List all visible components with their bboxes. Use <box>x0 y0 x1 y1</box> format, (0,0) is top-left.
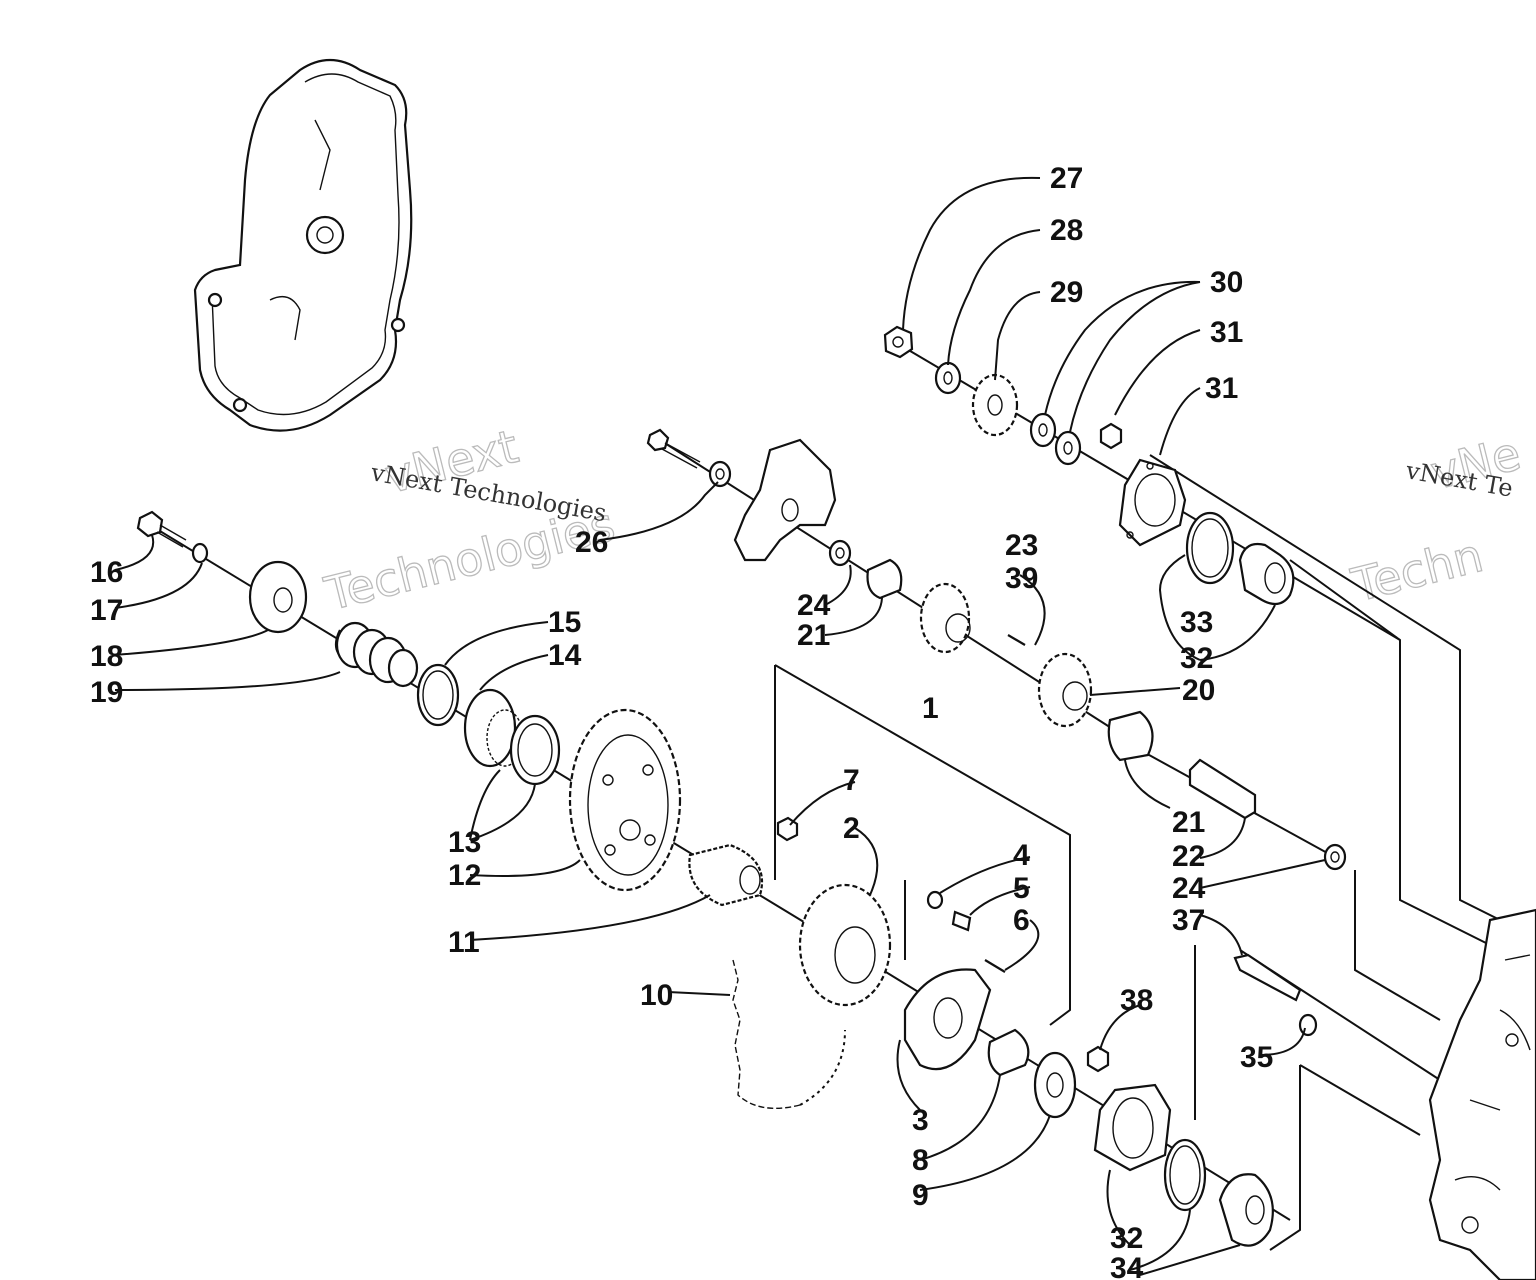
part-8-bearing <box>987 1028 1030 1077</box>
part-34-ring-upper <box>1185 511 1235 585</box>
callout-10: 10 <box>640 979 673 1012</box>
callout-39: 39 <box>1005 562 1038 595</box>
callout-1: 1 <box>922 692 939 725</box>
callout-34-lower: 34 <box>1110 1252 1144 1280</box>
part-bolt-upper <box>646 428 701 469</box>
callout-13: 13 <box>448 826 481 859</box>
part-14-bearing <box>463 688 524 768</box>
callout-38: 38 <box>1120 984 1153 1017</box>
part-9-washer <box>1033 1051 1077 1119</box>
callout-11: 11 <box>448 926 480 959</box>
callout-21-lower: 21 <box>1172 806 1205 839</box>
callout-30: 30 <box>1210 266 1243 299</box>
part-16-bolt <box>136 510 187 548</box>
callout-31: 31 <box>1210 316 1243 349</box>
part-37-stud <box>1233 953 1302 1002</box>
part-31-nut <box>1099 422 1123 450</box>
part-5-screw <box>951 910 972 932</box>
part-21-bushing-lower <box>1107 710 1154 762</box>
part-34-ring-lower <box>1163 1138 1207 1212</box>
part-22-shaft <box>1188 758 1257 820</box>
callout-34-upper: 33 <box>1180 606 1213 639</box>
part-6-bolt <box>984 959 1006 973</box>
part-32-flange-lower <box>1093 1083 1172 1172</box>
callout-14: 14 <box>548 639 582 672</box>
part-27-nut <box>883 325 914 359</box>
callout-21-upper: 21 <box>797 619 830 652</box>
part-35-washer <box>1298 1013 1318 1037</box>
callout-3: 3 <box>912 1104 929 1137</box>
callout-35: 35 <box>1240 1041 1273 1074</box>
leader-lines <box>114 176 1326 1276</box>
callout-24-upper: 24 <box>797 589 831 622</box>
part-24-washer-lower <box>1323 843 1347 871</box>
callout-26: 26 <box>575 526 608 559</box>
callout-6: 6 <box>1013 904 1030 937</box>
part-26-washer <box>708 460 732 488</box>
callout-20: 20 <box>1182 674 1215 707</box>
part-24-washer-upper <box>828 539 852 567</box>
part-28-washer <box>934 361 962 395</box>
part-11-gear <box>688 843 764 907</box>
part-23-sprocket <box>919 582 971 654</box>
watermark-outline-right-2: Techn <box>1346 528 1488 613</box>
callout-32-lower: 32 <box>1110 1222 1143 1255</box>
part-13-race <box>509 714 561 786</box>
chaincase-housing <box>1428 908 1536 1280</box>
callout-27: 27 <box>1050 162 1083 195</box>
callout-8: 8 <box>912 1144 929 1177</box>
callout-37: 37 <box>1172 904 1205 937</box>
callout-19: 19 <box>90 676 123 709</box>
callout-33: 32 <box>1180 642 1213 675</box>
part-12-large-sprocket <box>568 708 682 892</box>
part-18-cap <box>248 560 308 634</box>
callout-15: 15 <box>548 606 581 639</box>
callout-4: 4 <box>1013 839 1030 872</box>
part-17-lockwasher <box>191 542 209 564</box>
callout-labels: 27 28 29 30 31 31 33 32 23 39 20 21 22 2… <box>90 162 1273 1280</box>
part-20-sprocket <box>1037 652 1093 728</box>
callout-23: 23 <box>1005 529 1038 562</box>
part-tensioner-bracket <box>733 438 837 562</box>
callout-2: 2 <box>843 812 860 845</box>
part-bearing-lower <box>1218 1173 1274 1247</box>
callout-32-upper: 31 <box>1205 372 1238 405</box>
watermark-left: vNext Technologies vNext Technologies <box>319 418 621 621</box>
callout-17: 17 <box>90 594 123 627</box>
part-21-bushing-upper <box>866 558 903 600</box>
part-32-flange-upper <box>1118 458 1187 547</box>
callout-28: 28 <box>1050 214 1083 247</box>
chaincase-cover <box>193 59 413 432</box>
watermark-right: vNe Techn vNext Te <box>1345 425 1526 613</box>
callout-7: 7 <box>843 764 860 797</box>
part-2-driven-sprocket <box>798 883 892 1007</box>
bracket-lines <box>774 454 1501 1251</box>
callout-29: 29 <box>1050 276 1083 309</box>
part-33-bearing <box>1238 542 1295 606</box>
part-3-cam <box>903 968 992 1071</box>
part-10-chain <box>732 959 846 1110</box>
callout-12: 12 <box>448 859 481 892</box>
part-15-snapring <box>416 663 460 727</box>
part-4-pin <box>926 890 944 910</box>
part-19-spring <box>334 621 419 688</box>
callout-18: 18 <box>90 640 123 673</box>
callout-9: 9 <box>912 1179 929 1212</box>
callout-22: 22 <box>1172 840 1205 873</box>
callout-5: 5 <box>1013 872 1030 905</box>
callout-16: 16 <box>90 556 123 589</box>
part-29-sprocket <box>971 373 1019 437</box>
part-30-washers <box>1029 412 1082 466</box>
part-39-pin <box>1007 634 1026 646</box>
callout-24-lower: 24 <box>1172 872 1206 905</box>
part-38-nut <box>1086 1045 1110 1073</box>
